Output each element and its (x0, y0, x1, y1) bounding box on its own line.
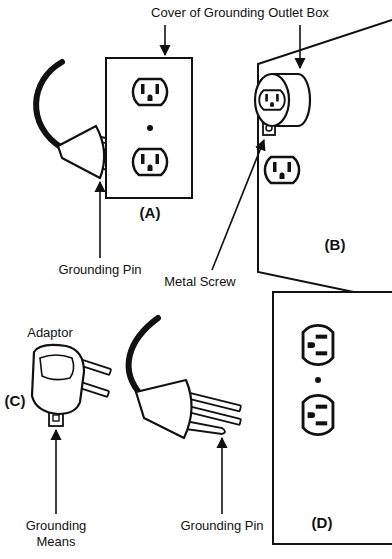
callout-label: (B) (325, 236, 346, 254)
adaptor-c (32, 345, 111, 426)
callout-label: Grounding Pin (58, 262, 141, 278)
callout-label: (A) (140, 204, 161, 222)
leader-lines (56, 25, 300, 514)
outlet-a (106, 58, 192, 198)
callout-label: Cover of Grounding Outlet Box (151, 5, 329, 21)
callout-label: Grounding Means (14, 518, 98, 549)
callout-label: Metal Screw (164, 274, 236, 290)
callout-label: (C) (5, 392, 26, 410)
callout-label: (D) (312, 514, 333, 532)
plug-bottom (129, 318, 241, 438)
callout-label: Adaptor (27, 325, 73, 341)
outlet-d (273, 292, 392, 544)
outlet-b (255, 20, 392, 300)
callout-label: Grounding Pin (180, 518, 263, 534)
